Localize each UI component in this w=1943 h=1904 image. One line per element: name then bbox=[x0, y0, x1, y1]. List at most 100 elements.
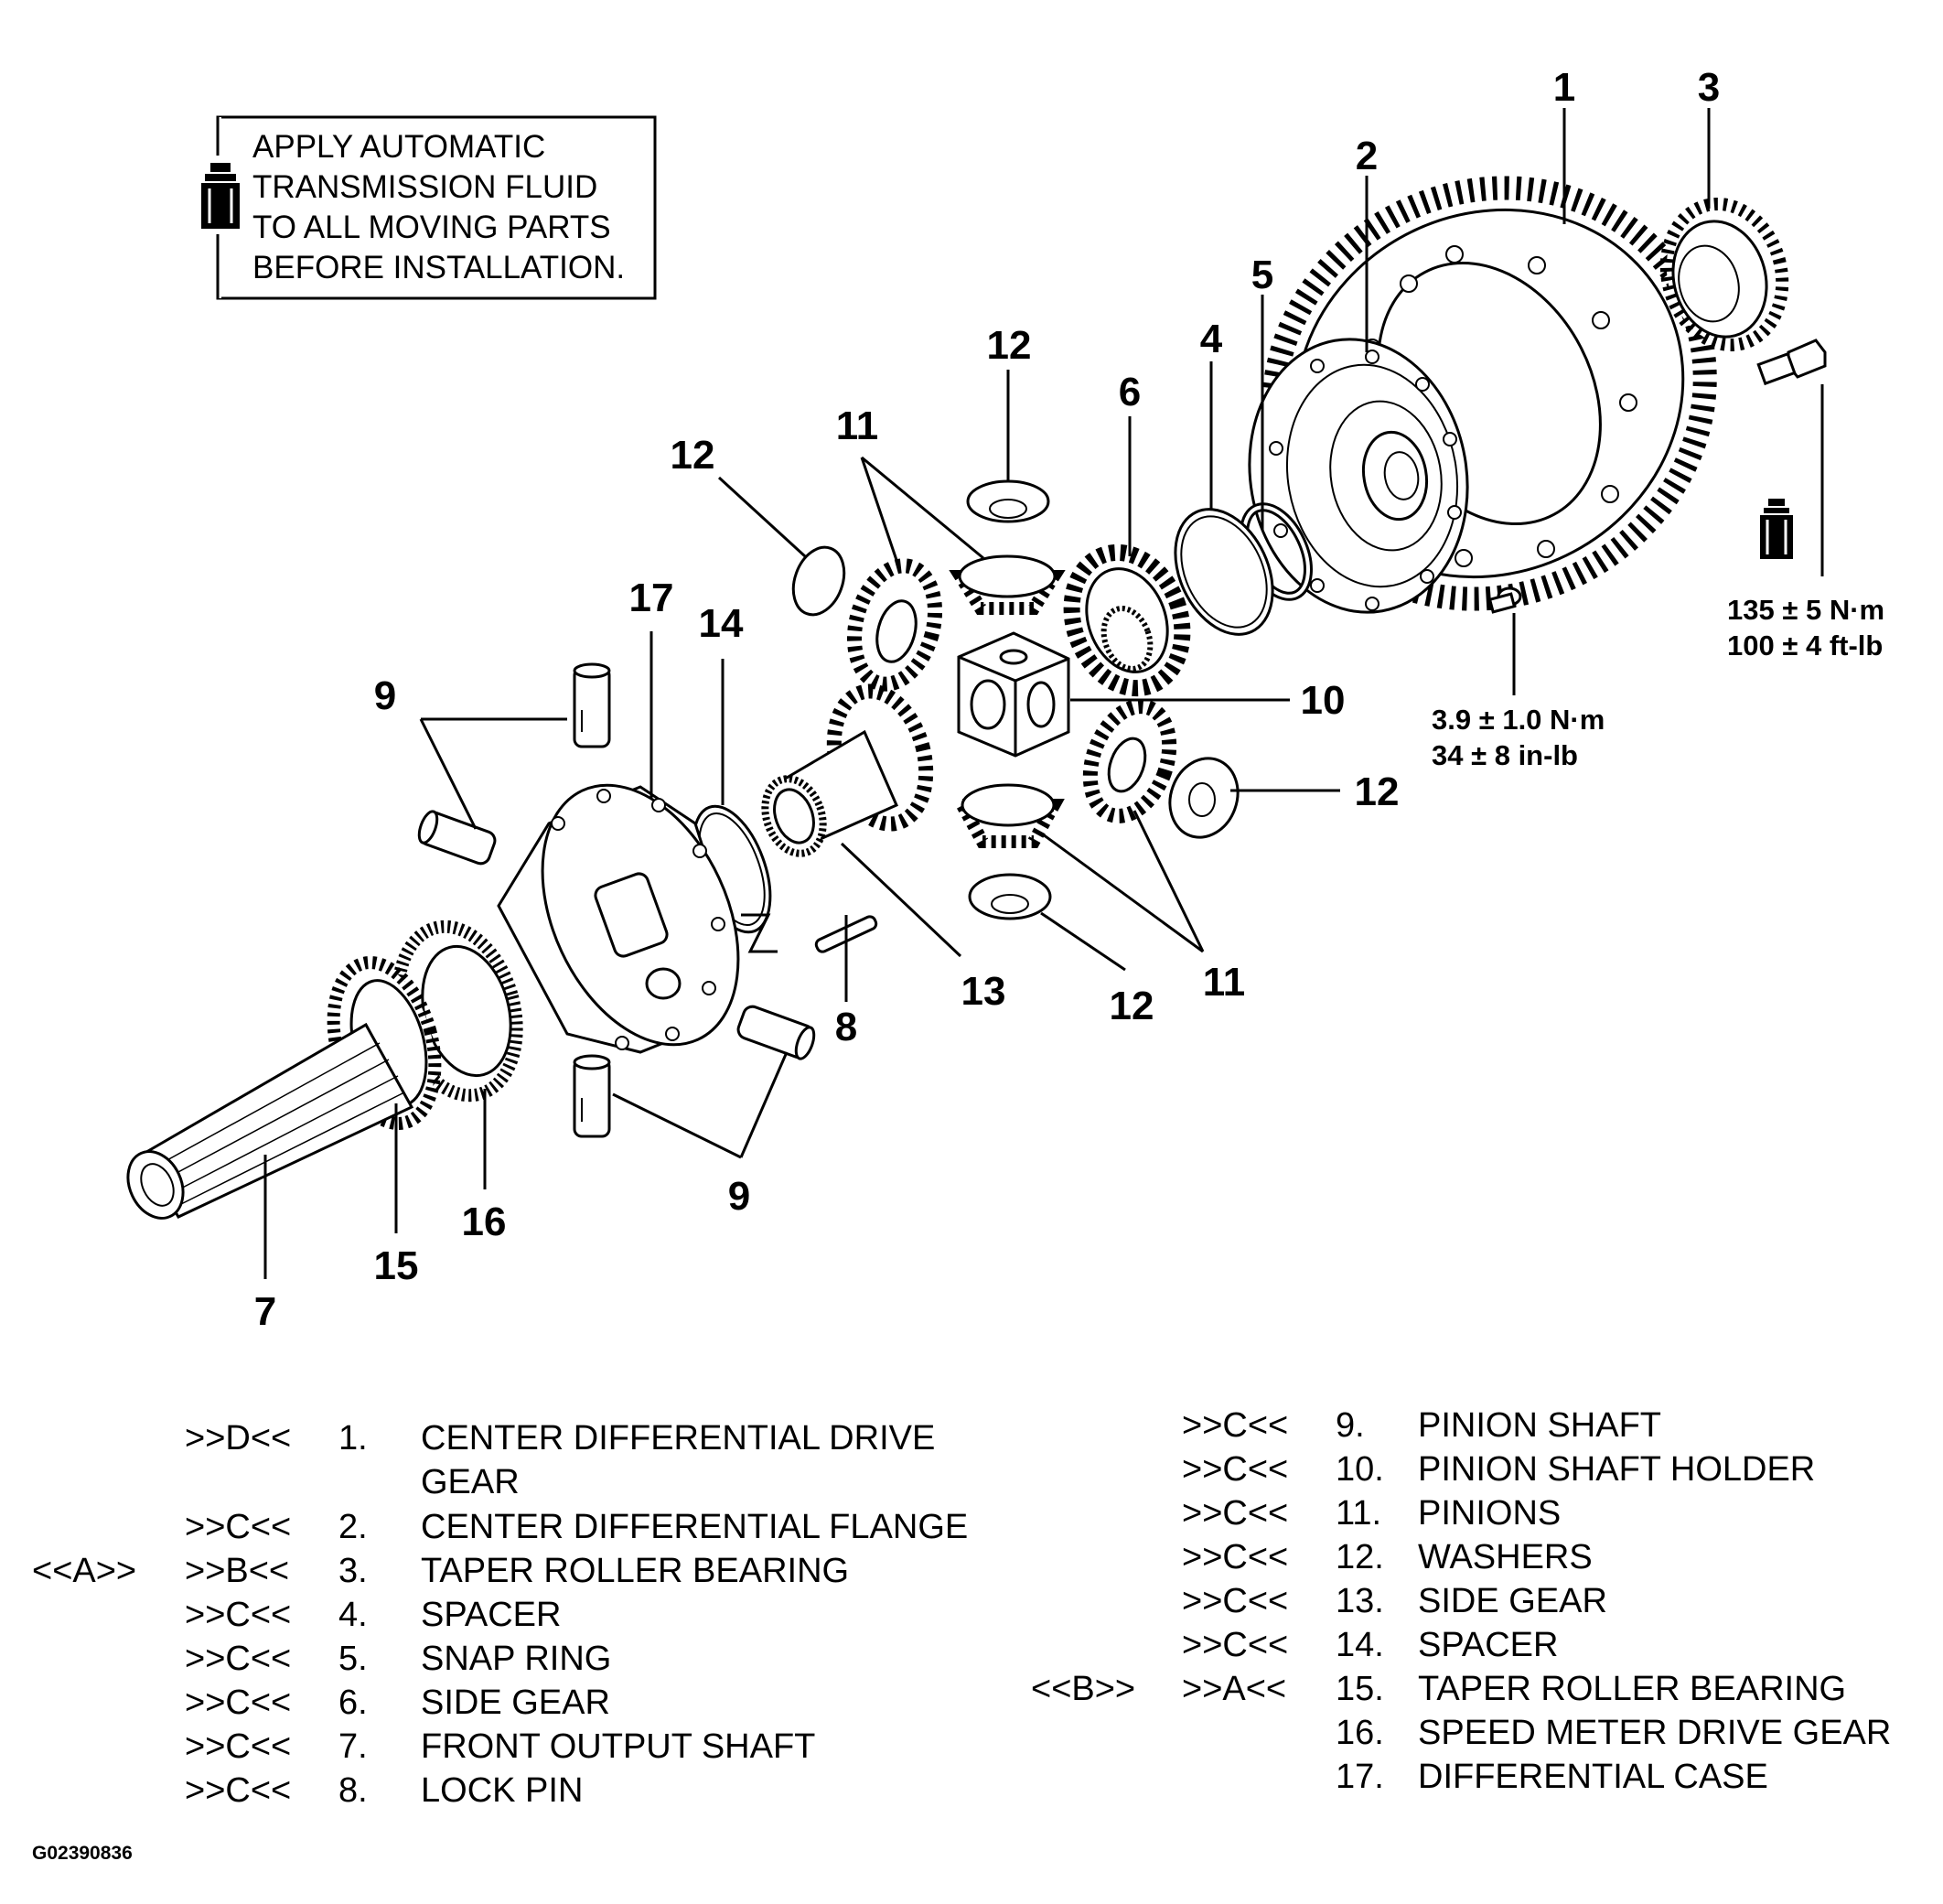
legend-name: CENTER DIFFERENTIAL DRIVE bbox=[421, 1419, 935, 1458]
legend-num: 2. bbox=[338, 1508, 368, 1546]
front-output-shaft bbox=[126, 1022, 414, 1220]
callout-17: 17 bbox=[629, 576, 674, 620]
legend-num: 14. bbox=[1336, 1626, 1384, 1664]
callout-11-bottom: 11 bbox=[1203, 960, 1246, 1005]
legend-num: 15. bbox=[1336, 1670, 1384, 1708]
torque-bolt-ftlb: 100 ± 4 ft-lb bbox=[1727, 629, 1883, 662]
legend-num: 8. bbox=[338, 1771, 368, 1810]
legend-num: 3. bbox=[338, 1552, 368, 1590]
callout-12-left: 12 bbox=[671, 433, 715, 478]
legend-mark: >>C<< bbox=[1182, 1538, 1288, 1576]
callout-9-bottom: 9 bbox=[728, 1174, 750, 1219]
pinion-bottom bbox=[951, 783, 1065, 848]
legend-num: 5. bbox=[338, 1640, 368, 1678]
callout-12-top: 12 bbox=[987, 323, 1032, 368]
legend-num: 17. bbox=[1336, 1758, 1384, 1796]
callout-13: 13 bbox=[961, 969, 1006, 1014]
legend-mark: >>C<< bbox=[185, 1640, 291, 1678]
callout-10: 10 bbox=[1301, 678, 1346, 723]
legend-mark: >>C<< bbox=[185, 1771, 291, 1810]
note-box: APPLY AUTOMATIC TRANSMISSION FLUID TO AL… bbox=[201, 115, 657, 300]
legend-name: LOCK PIN bbox=[421, 1771, 583, 1810]
callout-12-right: 12 bbox=[1355, 769, 1400, 814]
legend-mark: >>C<< bbox=[185, 1508, 291, 1546]
legend-name-cont: GEAR bbox=[421, 1463, 520, 1501]
callout-15: 15 bbox=[374, 1243, 419, 1288]
legend-mark: >>C<< bbox=[1182, 1406, 1288, 1445]
pinion-shaft-top bbox=[573, 662, 611, 748]
legend-right: >>C<< 9. PINION SHAFT >>C<< 10. PINION S… bbox=[1031, 1406, 1891, 1796]
legend-name: PINION SHAFT bbox=[1418, 1406, 1661, 1445]
leader-lines bbox=[263, 108, 1824, 1279]
fluid-bottle-icon bbox=[1760, 499, 1793, 559]
note-line-1: APPLY AUTOMATIC bbox=[252, 129, 545, 165]
legend-num: 10. bbox=[1336, 1450, 1384, 1489]
legend-pre: <<B>> bbox=[1031, 1670, 1135, 1708]
fluid-bottle-icon bbox=[201, 163, 240, 229]
legend-mark: >>C<< bbox=[1182, 1626, 1288, 1664]
flange-bolt bbox=[1756, 339, 1827, 386]
callout-2: 2 bbox=[1356, 134, 1378, 178]
callout-12-bottom: 12 bbox=[1110, 984, 1154, 1028]
pinion-top bbox=[949, 554, 1066, 615]
legend-name: SIDE GEAR bbox=[1418, 1582, 1607, 1620]
legend-name: SIDE GEAR bbox=[421, 1683, 610, 1722]
washer-top bbox=[966, 479, 1050, 523]
legend-num: 11. bbox=[1336, 1494, 1381, 1533]
callout-1: 1 bbox=[1553, 65, 1575, 110]
callout-7: 7 bbox=[254, 1289, 276, 1334]
legend-name: DIFFERENTIAL CASE bbox=[1418, 1758, 1768, 1796]
washer-bottom bbox=[968, 873, 1052, 920]
callout-8: 8 bbox=[835, 1005, 857, 1049]
note-line-2: TRANSMISSION FLUID bbox=[252, 169, 597, 205]
legend-num: 6. bbox=[338, 1683, 368, 1722]
legend-mark: >>C<< bbox=[1182, 1582, 1288, 1620]
taper-roller-bearing-3 bbox=[1659, 197, 1789, 352]
pinion-shaft-left bbox=[417, 810, 497, 866]
pinion-shaft-holder bbox=[957, 631, 1070, 758]
legend-name: PINIONS bbox=[1418, 1494, 1561, 1533]
callout-3: 3 bbox=[1698, 65, 1720, 110]
legend-name: SPEED METER DRIVE GEAR bbox=[1418, 1714, 1891, 1752]
callout-9-top: 9 bbox=[374, 673, 396, 718]
legend-num: 12. bbox=[1336, 1538, 1384, 1576]
legend-num: 1. bbox=[338, 1419, 368, 1458]
legend-mark: >>D<< bbox=[185, 1419, 291, 1458]
legend-pre: <<A>> bbox=[32, 1552, 136, 1590]
side-gear-13 bbox=[761, 683, 934, 857]
legend-num: 7. bbox=[338, 1727, 368, 1766]
legend-mark: >>C<< bbox=[1182, 1494, 1288, 1533]
legend-name: WASHERS bbox=[1418, 1538, 1593, 1576]
legend-name: SPACER bbox=[421, 1596, 561, 1634]
legend-name: SNAP RING bbox=[421, 1640, 611, 1678]
legend-name: FRONT OUTPUT SHAFT bbox=[421, 1727, 815, 1766]
legend-name: SPACER bbox=[1418, 1626, 1558, 1664]
figure-id: G02390836 bbox=[32, 1843, 133, 1864]
differential-case bbox=[497, 783, 740, 1054]
note-line-4: BEFORE INSTALLATION. bbox=[252, 250, 625, 285]
callout-14: 14 bbox=[699, 601, 744, 646]
washer-left bbox=[791, 545, 846, 617]
pinion-shaft-right bbox=[736, 1005, 816, 1060]
small-screw bbox=[1487, 586, 1522, 614]
legend-left: >>D<< 1. CENTER DIFFERENTIAL DRIVE GEAR … bbox=[32, 1419, 968, 1810]
legend-mark: >>B<< bbox=[185, 1552, 289, 1590]
pinion-left bbox=[846, 558, 943, 692]
pinion-shaft-bottom bbox=[573, 1054, 611, 1138]
note-line-3: TO ALL MOVING PARTS bbox=[252, 210, 611, 245]
callout-16: 16 bbox=[462, 1199, 507, 1244]
callout-5: 5 bbox=[1251, 253, 1273, 297]
torque-screw-nm: 3.9 ± 1.0 N·m bbox=[1432, 704, 1605, 736]
legend-name: PINION SHAFT HOLDER bbox=[1418, 1450, 1815, 1489]
pinion-right bbox=[1082, 699, 1177, 823]
spacer-4 bbox=[1174, 508, 1274, 636]
washer-right bbox=[1168, 757, 1240, 839]
torque-screw-inlb: 34 ± 8 in-lb bbox=[1432, 739, 1578, 771]
callout-11-top: 11 bbox=[836, 403, 879, 448]
legend-mark: >>C<< bbox=[185, 1683, 291, 1722]
legend-name: TAPER ROLLER BEARING bbox=[421, 1552, 849, 1590]
callout-6: 6 bbox=[1119, 370, 1141, 414]
callout-4: 4 bbox=[1200, 317, 1223, 361]
legend-mark: >>C<< bbox=[185, 1727, 291, 1766]
